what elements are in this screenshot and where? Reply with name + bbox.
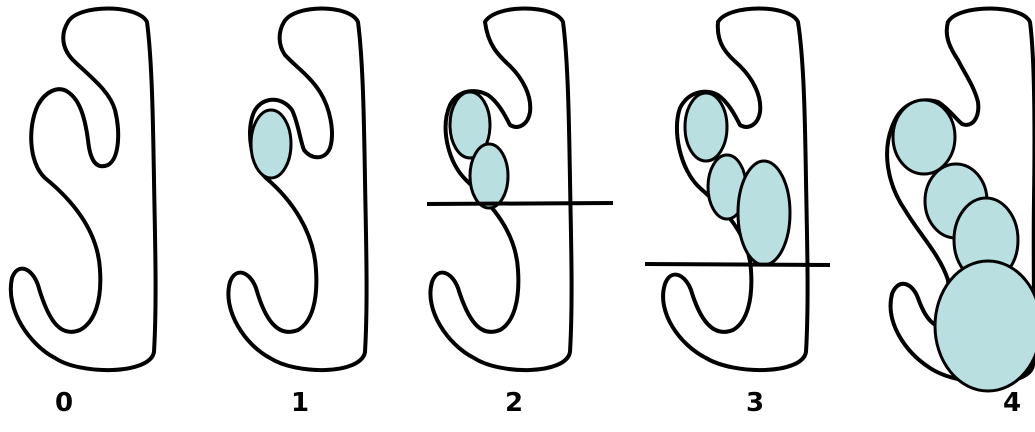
stage-4-swelling-4 (935, 261, 1035, 391)
stage-4-group (887, 9, 1035, 392)
stage-3-swelling-3 (738, 161, 790, 265)
stage-2-group (427, 9, 613, 371)
stage-0-label: 0 (34, 388, 94, 418)
stage-3-level-line (645, 264, 830, 265)
stage-1-group (228, 9, 366, 371)
stage-0-outline (11, 9, 156, 371)
stage-3-swelling-1 (685, 93, 727, 161)
stage-4-label: 4 (982, 388, 1035, 418)
stage-1-swelling-1 (251, 110, 291, 178)
stage-1-label: 1 (270, 388, 330, 418)
stage-3-label: 3 (725, 388, 785, 418)
stage-3-group (645, 9, 830, 371)
stage-2-label: 2 (484, 388, 544, 418)
stage-2-level-line (427, 203, 613, 204)
stage-1-outline (228, 9, 366, 371)
stage-0-group (11, 9, 156, 371)
stage-4-swelling-1 (893, 100, 955, 174)
stage-2-swelling-2 (470, 144, 508, 208)
